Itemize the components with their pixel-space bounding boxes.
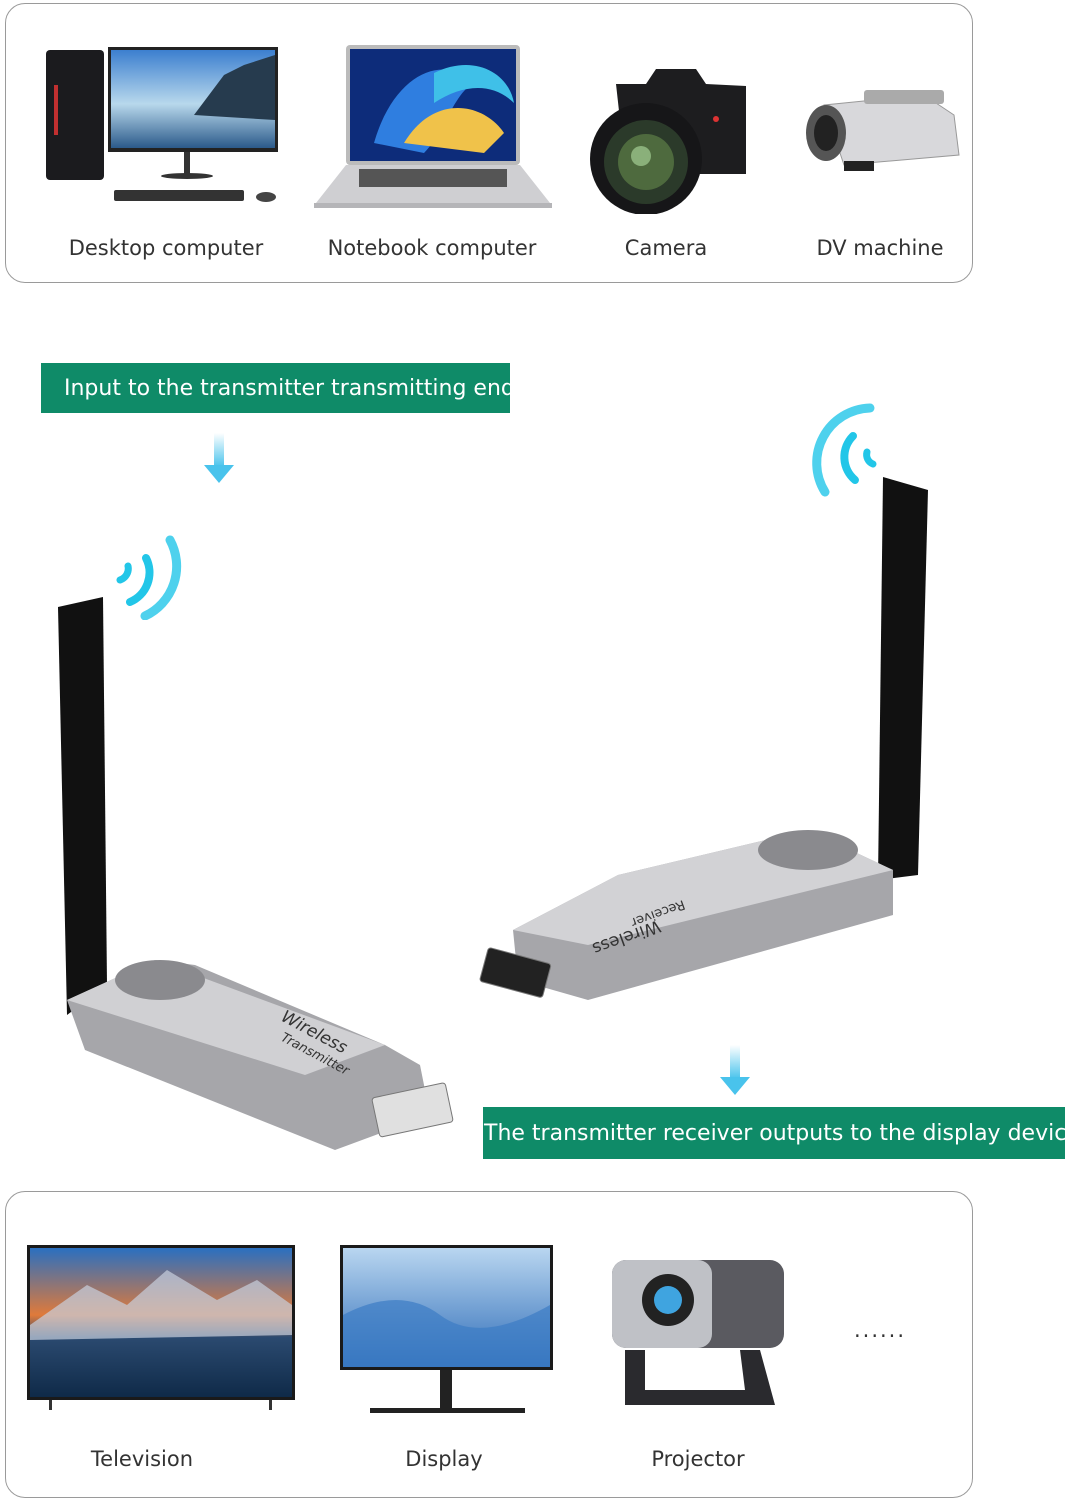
transmitter-tag-text: Input to the transmitter transmitting en… (64, 375, 515, 401)
output-label-television: Television (90, 1447, 194, 1471)
wireless-receiver: Receiver Wireless (478, 475, 938, 1015)
arrow-down-icon (202, 433, 236, 485)
camera-icon (586, 44, 751, 214)
monitor-icon (340, 1245, 555, 1415)
desktop-computer-icon (44, 45, 284, 210)
camcorder-icon (804, 85, 964, 180)
input-label-notebook: Notebook computer (327, 236, 537, 260)
output-label-projector: Projector (651, 1447, 745, 1471)
receiver-signal-icon (805, 400, 895, 500)
laptop-icon (314, 43, 554, 213)
input-label-desktop: Desktop computer (68, 236, 264, 260)
television-icon (27, 1245, 297, 1415)
wireless-transmitter: Transmitter Wireless (55, 595, 465, 1155)
projector-icon (610, 1255, 790, 1420)
input-label-camera: Camera (624, 236, 708, 260)
transmitter-signal-icon (100, 520, 185, 620)
input-label-dv: DV machine (816, 236, 944, 260)
more-devices-ellipsis: ...... (853, 1318, 907, 1342)
receiver-tag: The transmitter receiver outputs to the … (483, 1107, 1070, 1159)
output-label-display: Display (405, 1447, 483, 1471)
receiver-tag-text: The transmitter receiver outputs to the … (484, 1120, 1070, 1146)
transmitter-tag: Input to the transmitter transmitting en… (41, 363, 515, 413)
arrow-down-icon (718, 1045, 752, 1097)
